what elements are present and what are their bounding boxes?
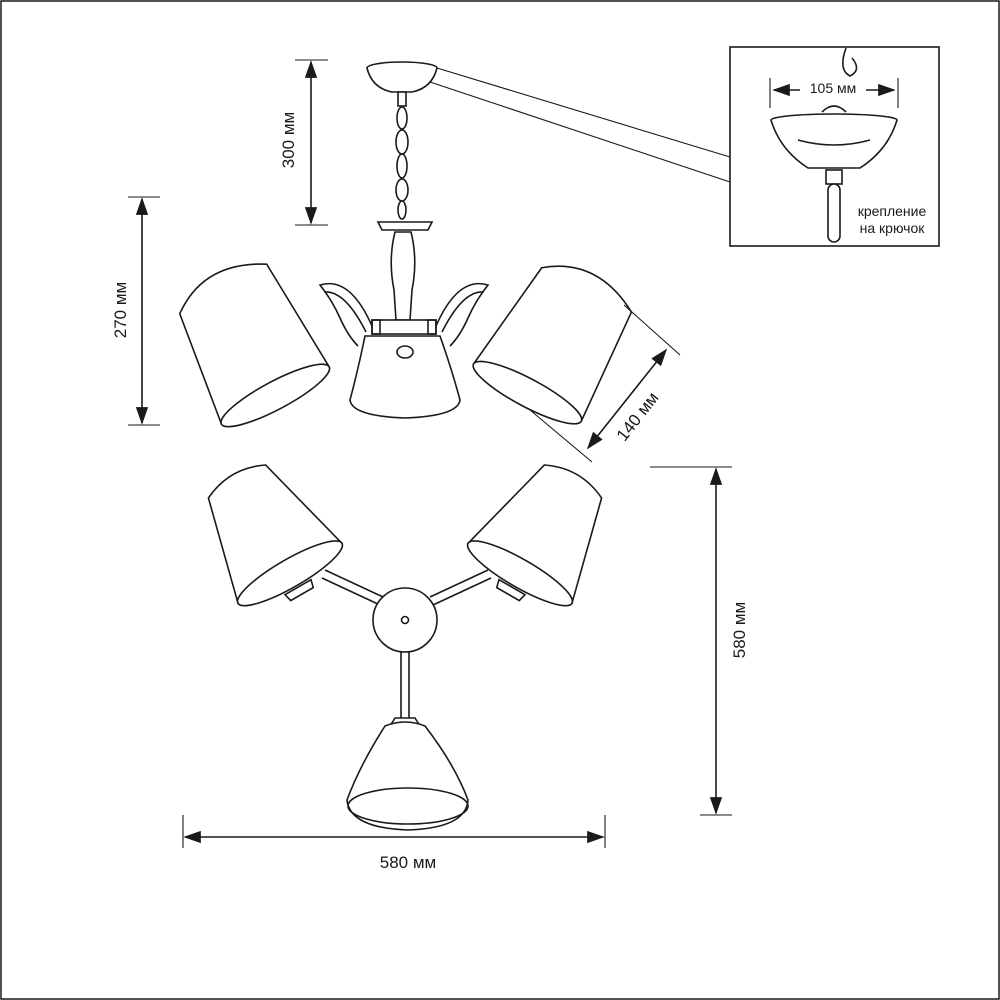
- central-hub: [372, 587, 438, 653]
- inset-leader-lines: [429, 67, 731, 183]
- shade-size-label: 140 мм: [613, 389, 663, 445]
- body-height-label: 270 мм: [111, 282, 130, 338]
- canopy-width-label: 105 мм: [810, 80, 857, 96]
- diameter-horizontal-label: 580 мм: [380, 853, 436, 872]
- diameter-vertical-label: 580 мм: [730, 602, 749, 658]
- mount-detail-inset: 105 мм крепление на крючок: [729, 46, 940, 247]
- mount-type-line2: на крючок: [860, 220, 926, 236]
- hook-icon: [842, 47, 858, 77]
- dimension-diameter-vertical: 580 мм: [650, 466, 749, 816]
- left-shade-top: [207, 464, 344, 607]
- left-shade-side: [178, 263, 331, 428]
- center-shade-side: [349, 335, 461, 419]
- dimension-diameter-horizontal: 580 мм: [182, 815, 606, 872]
- side-view: [178, 61, 633, 428]
- right-shade-top: [466, 464, 603, 607]
- ceiling-canopy: [366, 61, 438, 107]
- dimension-chain-height: 300 мм: [279, 59, 328, 226]
- mount-type-line1: крепление: [858, 203, 927, 219]
- arms: [318, 282, 490, 347]
- top-view: [207, 464, 603, 831]
- right-shade-side: [472, 265, 633, 425]
- chain: [395, 106, 409, 220]
- central-stem: [371, 221, 437, 335]
- bottom-shade-top: [346, 717, 469, 831]
- dimension-body-height: 270 мм: [111, 196, 160, 426]
- top-view-arms: [321, 569, 492, 720]
- chain-height-label: 300 мм: [279, 112, 298, 168]
